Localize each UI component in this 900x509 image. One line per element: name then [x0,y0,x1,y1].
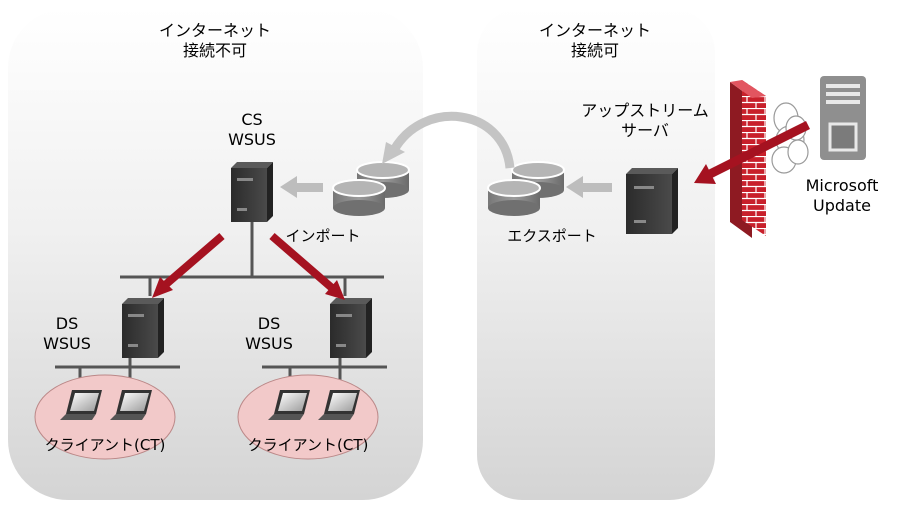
firewall-icon [730,80,766,238]
export-arrow [566,176,612,198]
offline-zone-title: インターネット 接続不可 [158,21,271,60]
replication-arrow-right [269,232,345,300]
online-zone-title: インターネット 接続可 [538,21,651,60]
import-arrow [280,176,323,198]
ds-right-server-label: DS WSUS [245,314,293,353]
microsoft-update-arrow [694,120,811,184]
main-network-line [120,222,384,296]
online-zone [477,8,715,500]
ds-right-server-icon [330,298,372,358]
microsoft-update-server-icon [820,76,866,160]
ds-left-server-label: DS WSUS [43,314,91,353]
transfer-curved-arrow [382,111,515,169]
upstream-server-label: アップストリーム サーバ [581,101,709,140]
cs-server-icon [231,162,273,222]
microsoft-update-label: Microsoft Update [805,176,879,215]
cs-server-label: CS WSUS [228,110,276,149]
laptop-icon [318,390,360,420]
laptop-icon [110,390,152,420]
upstream-server-icon [626,168,678,234]
laptop-icon [60,390,102,420]
client-group-right-label: クライアント(CT) [247,436,369,454]
export-label: エクスポート [507,227,597,245]
ds-left-server-icon [122,298,164,358]
laptop-icon [268,390,310,420]
client-group-left-label: クライアント(CT) [44,436,166,454]
replication-arrow-left [152,232,225,298]
import-label: インポート [285,227,361,245]
export-disk-stack-icon [487,161,565,216]
import-disk-stack-icon [332,161,410,216]
